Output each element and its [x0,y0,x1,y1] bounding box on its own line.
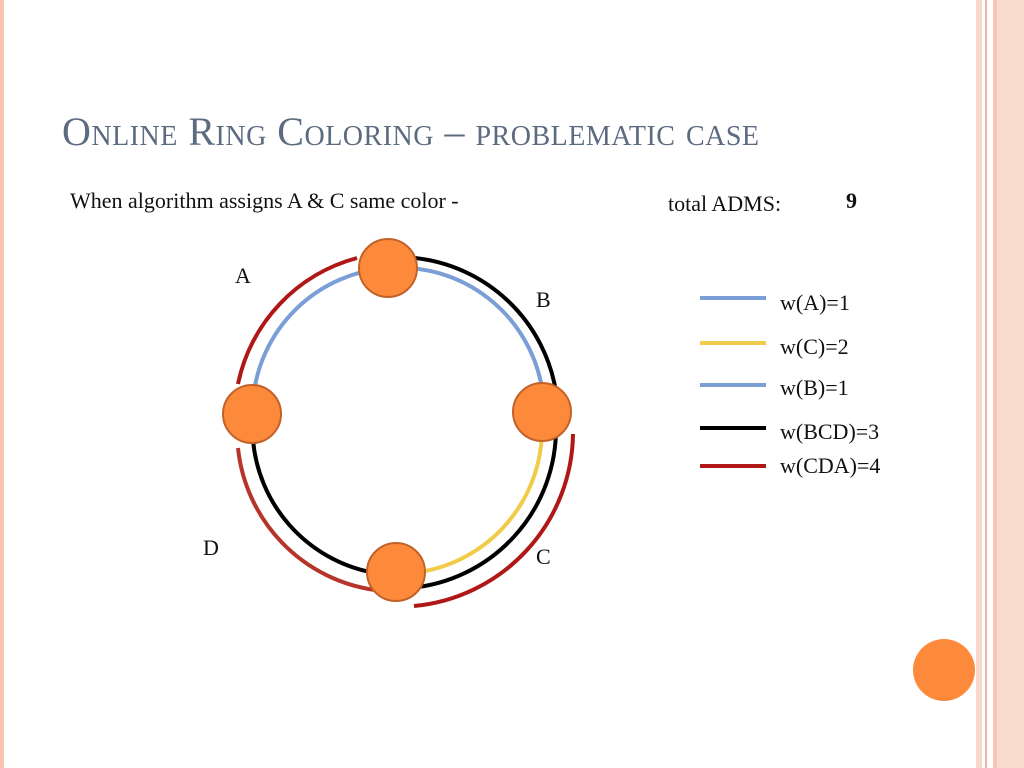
right-decorative-stripes [976,0,1024,768]
slide-subtitle: When algorithm assigns A & C same color … [70,188,459,213]
arc-cda-red-lower-left [236,447,376,592]
arc-c-yellow [419,429,544,574]
legend-label-w-c: w(C)=2 [780,334,849,359]
label-d: D [203,535,219,560]
left-accent-stripe [0,0,4,768]
total-adms-label: total ADMS: [668,191,782,216]
legend-label-w-bcd: w(BCD)=3 [780,419,879,444]
label-a: A [235,263,251,288]
legend-label-w-a: w(A)=1 [780,290,850,315]
ring-node-right [512,382,572,442]
arc-cda-red-upper-left [236,256,358,385]
ring-node-left [222,384,282,444]
label-c: C [536,544,551,569]
slide-title: Online Ring Coloring – problematic case [62,109,760,154]
ring-node-top [358,238,418,298]
arc-bcd-black [251,256,559,590]
label-b: B [536,287,551,312]
arc-cda-red [413,433,575,608]
total-adms-value: 9 [846,188,857,213]
decorative-corner-circle [913,639,975,701]
legend-label-w-b: w(B)=1 [780,375,849,400]
legend-label-w-cda: w(CDA)=4 [780,453,880,478]
ring-node-bottom [366,542,426,602]
